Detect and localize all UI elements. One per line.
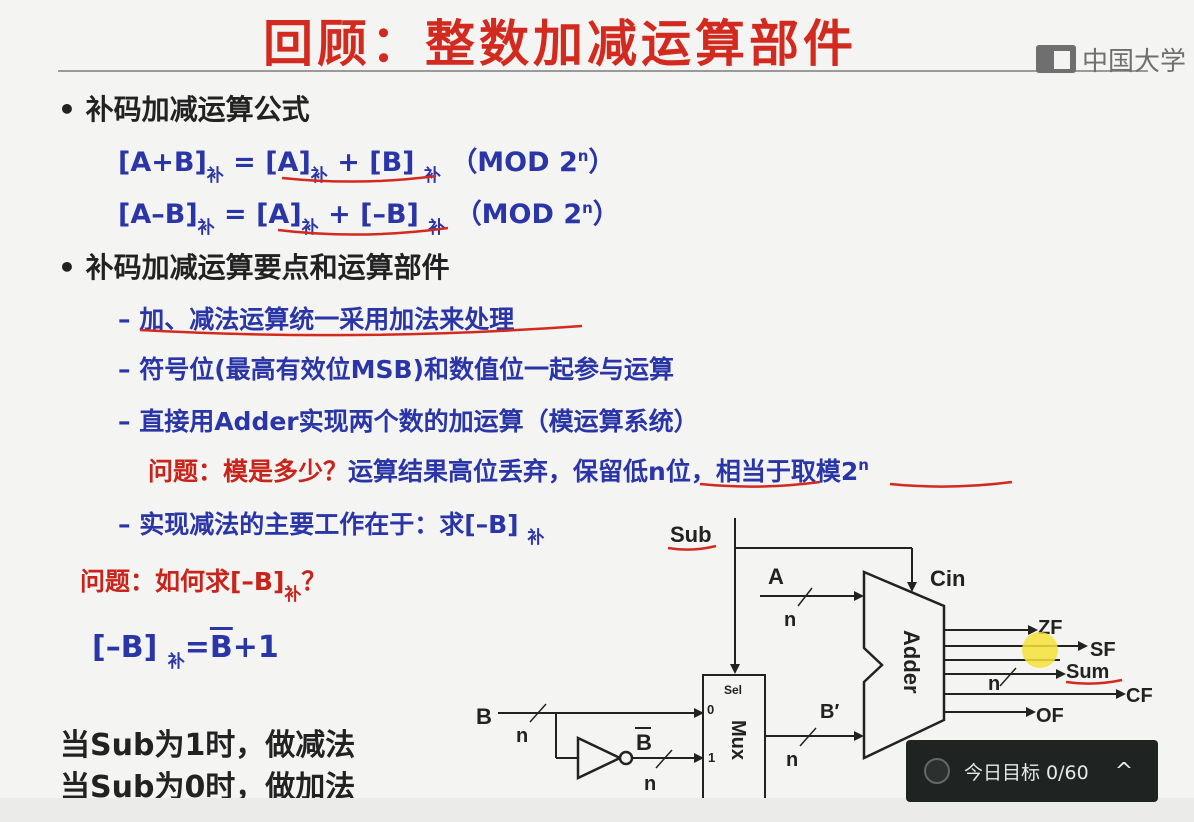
point-sign-bit: – 符号位(最高有效位MSB)和数值位一起参与运算 [118,355,674,384]
bottom-bar [0,798,1194,822]
slide-title: 回顾：整数加减运算部件 [263,15,857,73]
chevron-up-icon[interactable]: ^ [1114,758,1134,784]
logo-icon [1036,45,1076,73]
point-negate-b: – 实现减法的主要工作在于：求[–B] 补 [118,510,545,548]
cursor-highlight [1022,632,1058,668]
mux-label: Mux [727,720,749,760]
b-label: B [476,704,492,729]
of-label: OF [1036,705,1064,727]
cin-label: Cin [930,566,965,591]
bprime-label: B′ [820,701,839,723]
daily-goal-widget[interactable]: 今日目标 0/60 ^ [906,740,1158,802]
goal-label: 今日目标 0/60 [964,761,1089,784]
adder-block [862,570,946,760]
point-adder: – 直接用Adder实现两个数的加运算（模运算系统） [118,407,699,436]
bullet-points-heading: • 补码加减运算要点和运算部件 [58,251,450,284]
watermark-logo: 中国大学 [1036,42,1187,77]
question-modulus: 问题：模是多少？运算结果高位丢弃，保留低n位，相当于取模2n [148,456,869,486]
adder-circuit-diagram: Sub Cin A n Adder ZF SF Sum n CF OF Sel … [476,518,1153,806]
mux-sel-label: Sel [724,683,742,697]
sub-one-note: 当Sub为1时，做减法 [60,728,356,763]
bbar-width-label: n [644,773,656,795]
question-negate-b: 问题：如何求[–B]补？ [80,567,327,605]
a-width-label: n [784,609,796,631]
mux-input0-label: 0 [707,702,714,717]
logo-text: 中国大学 [1082,46,1187,77]
mux-input1-label: 1 [708,750,715,765]
bullet-formula-heading: • 补码加减运算公式 [58,93,310,126]
sum-label: Sum [1066,661,1109,683]
sf-label: SF [1090,639,1116,661]
b-width-label: n [516,725,528,747]
adder-label: Adder [899,630,924,694]
sub-label: Sub [670,522,712,547]
negate-b-formula: [–B] 补=B+1 [92,630,279,672]
goal-progress-icon [924,758,950,784]
point-unified-addition: – 加、减法运算统一采用加法来处理 [118,305,515,334]
bprime-width-label: n [786,749,798,771]
a-label: A [768,564,784,589]
formula-sub: [A–B]补 = [A]补 + [–B] 补 （MOD 2n） [118,199,620,238]
sum-width-label: n [988,673,1000,695]
title-divider [58,70,1148,72]
inverter-gate [576,736,623,780]
bbar-label: B [636,730,652,755]
cf-label: CF [1126,685,1153,707]
